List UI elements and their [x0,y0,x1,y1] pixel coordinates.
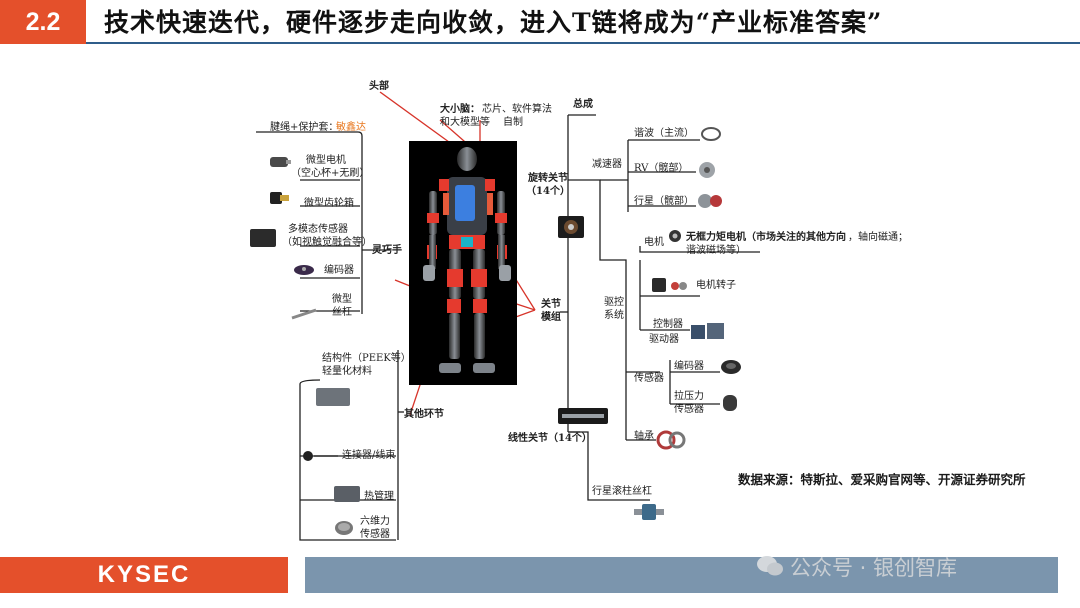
label-other-parts: 其他环节 [404,409,444,420]
label-thermal: 热管理 [364,491,394,502]
hand-encoder-image [292,262,316,276]
label-micro-screw1: 微型 [332,294,352,305]
label-joint-module2: 模组 [541,312,561,323]
label-six-axis1: 六维力 [360,516,390,527]
label-brain-desc3: 自制 [503,117,523,128]
label-micro-motor: 微型电机 [306,155,346,166]
header-divider [86,42,1080,44]
motor-rotor-image-a [652,278,666,292]
label-tendon: 腱绳+保护套： [270,122,339,133]
label-multimodal-sensor-sub: （如视触觉融合等） [282,237,372,248]
label-rotary-joint: 旋转关节 [528,173,568,184]
robot-image [409,141,517,385]
label-head: 头部 [369,81,389,92]
label-rv: RV（髋部） [634,163,689,174]
tension-sensor-image [720,392,740,414]
controller-image [690,322,726,340]
label-harmonic: 谐波（主流） [634,128,694,139]
label-structure1: 结构件（PEEK等） [322,353,411,364]
label-multimodal-sensor: 多模态传感器 [288,224,348,235]
label-drive-control2: 系统 [604,310,624,321]
structure-image [316,388,350,406]
planetary-reducer-image [696,190,724,212]
connector-image [302,448,340,462]
rotary-joint-image [558,216,584,238]
label-six-axis2: 传感器 [360,529,390,540]
label-sensor: 传感器 [634,373,664,384]
label-planetary-roller-screw: 行星滚柱丝杠 [592,486,652,497]
footer-bar [305,557,1058,593]
label-driver: 驱动器 [649,334,679,345]
label-structure2: 轻量化材料 [322,366,372,377]
data-source: 数据来源：特斯拉、爱采购官网等、开源证券研究所 [738,472,1026,487]
label-planetary: 行星（髋部） [634,196,694,207]
label-dexterous-hand: 灵巧手 [372,245,402,256]
label-rotary-joint-count: （14个） [526,186,570,197]
label-motor-rotor: 电机转子 [696,280,736,291]
label-micro-motor-sub: （空心杯+无刷） [291,168,370,179]
label-brain: 大小脑： [440,104,480,115]
kysec-logo: KYSEC [0,557,288,593]
multimodal-sensor-image [250,229,276,247]
label-integration: 总成 [573,99,593,110]
label-micro-gearbox: 微型齿轮箱 [304,198,354,209]
label-reducer: 减速器 [592,159,622,170]
label-joint-module1: 关节 [541,299,561,310]
label-drive-control1: 驱控 [604,297,624,308]
frameless-motor-image [668,228,682,242]
label-frameless-motor-sub: 谐波磁场等） [686,245,746,256]
label-tension-sensor2: 传感器 [674,404,704,415]
label-micro-screw2: 丝杠 [332,307,352,318]
label-controller: 控制器 [653,319,683,330]
joint-encoder-image [720,358,742,376]
thermal-image [334,486,360,502]
label-linear-joint: 线性关节（14个） [508,433,592,444]
micro-motor-image [266,152,292,172]
planetary-roller-screw-image [632,500,666,524]
harmonic-reducer-image [700,126,722,142]
label-joint-encoder: 编码器 [674,361,704,372]
label-brain-desc2: 和大模型等 [440,117,490,128]
label-frameless-motor-tail: ，轴向磁通； [848,232,908,243]
wechat-icon [756,554,784,578]
watermark: 公众号 · 银创智库 [790,556,958,580]
page-title: 技术快速迭代，硬件逐步走向收敛，进入T链将成为“产业标准答案” [104,8,883,37]
bearing-image [656,430,686,450]
label-connector: 连接器/线束 [342,450,396,461]
micro-gearbox-image [268,188,292,208]
label-tendon-source: 敏鑫达 [336,122,366,133]
label-brain-desc1: 芯片、软件算法 [482,104,552,115]
six-axis-sensor-image [334,520,354,536]
micro-screw-image [290,305,318,320]
label-tension-sensor1: 拉压力 [674,391,704,402]
section-number: 2.2 [0,0,86,44]
linear-joint-image [558,408,608,424]
kysec-logo-text: KYSEC [97,561,191,588]
rv-reducer-image [696,160,718,180]
label-frameless-motor: 无框力矩电机（市场关注的其他方向 [686,232,846,243]
label-hand-encoder: 编码器 [324,265,354,276]
label-bearing: 轴承 [634,431,654,442]
motor-rotor-image-b [670,278,688,292]
label-motor: 电机 [644,237,664,248]
